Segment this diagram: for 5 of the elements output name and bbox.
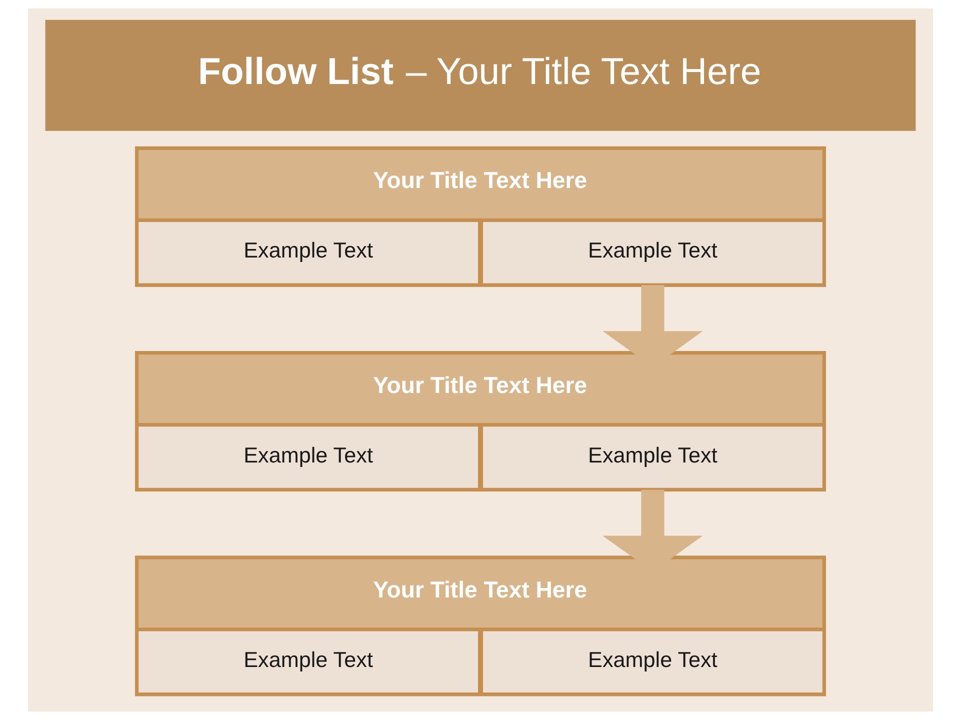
node-box: Example Text	[134, 218, 482, 287]
diagram-title: Follow List – Your Title Text Here	[198, 50, 761, 92]
node-box: Example Text	[134, 628, 482, 696]
node-box: Example Text	[478, 628, 826, 696]
node-box: Example Text	[478, 218, 826, 287]
